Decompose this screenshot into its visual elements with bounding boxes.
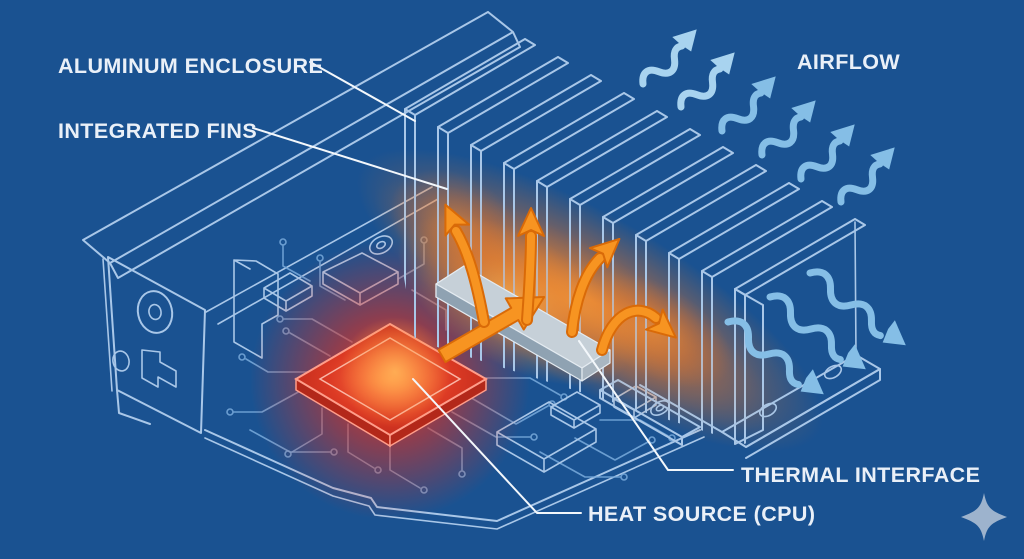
- label-aluminum-enclosure: ALUMINUM ENCLOSURE: [58, 54, 323, 78]
- label-thermal-interface: THERMAL INTERFACE: [741, 463, 980, 487]
- sparkle-icon: [961, 493, 1007, 541]
- leader-integrated-fins: [252, 127, 448, 190]
- leader-thermal-interface: [578, 340, 734, 471]
- enclosure-end-panel: [102, 256, 206, 434]
- label-heat-source: HEAT SOURCE (CPU): [588, 502, 815, 526]
- leader-heat-source: [412, 378, 582, 514]
- heat-arrows: [437, 203, 677, 364]
- airflow-arrows-top: [639, 29, 895, 206]
- label-airflow: AIRFLOW: [797, 50, 900, 74]
- enclosure-lid: [82, 11, 521, 279]
- label-integrated-fins: INTEGRATED FINS: [58, 119, 257, 143]
- leader-aluminum-enclosure: [309, 61, 416, 122]
- cpu-chip: [294, 317, 488, 448]
- heat-arrow-straight: [437, 296, 546, 364]
- leader-lines: [252, 61, 734, 514]
- airflow-arrows-right: [724, 268, 906, 395]
